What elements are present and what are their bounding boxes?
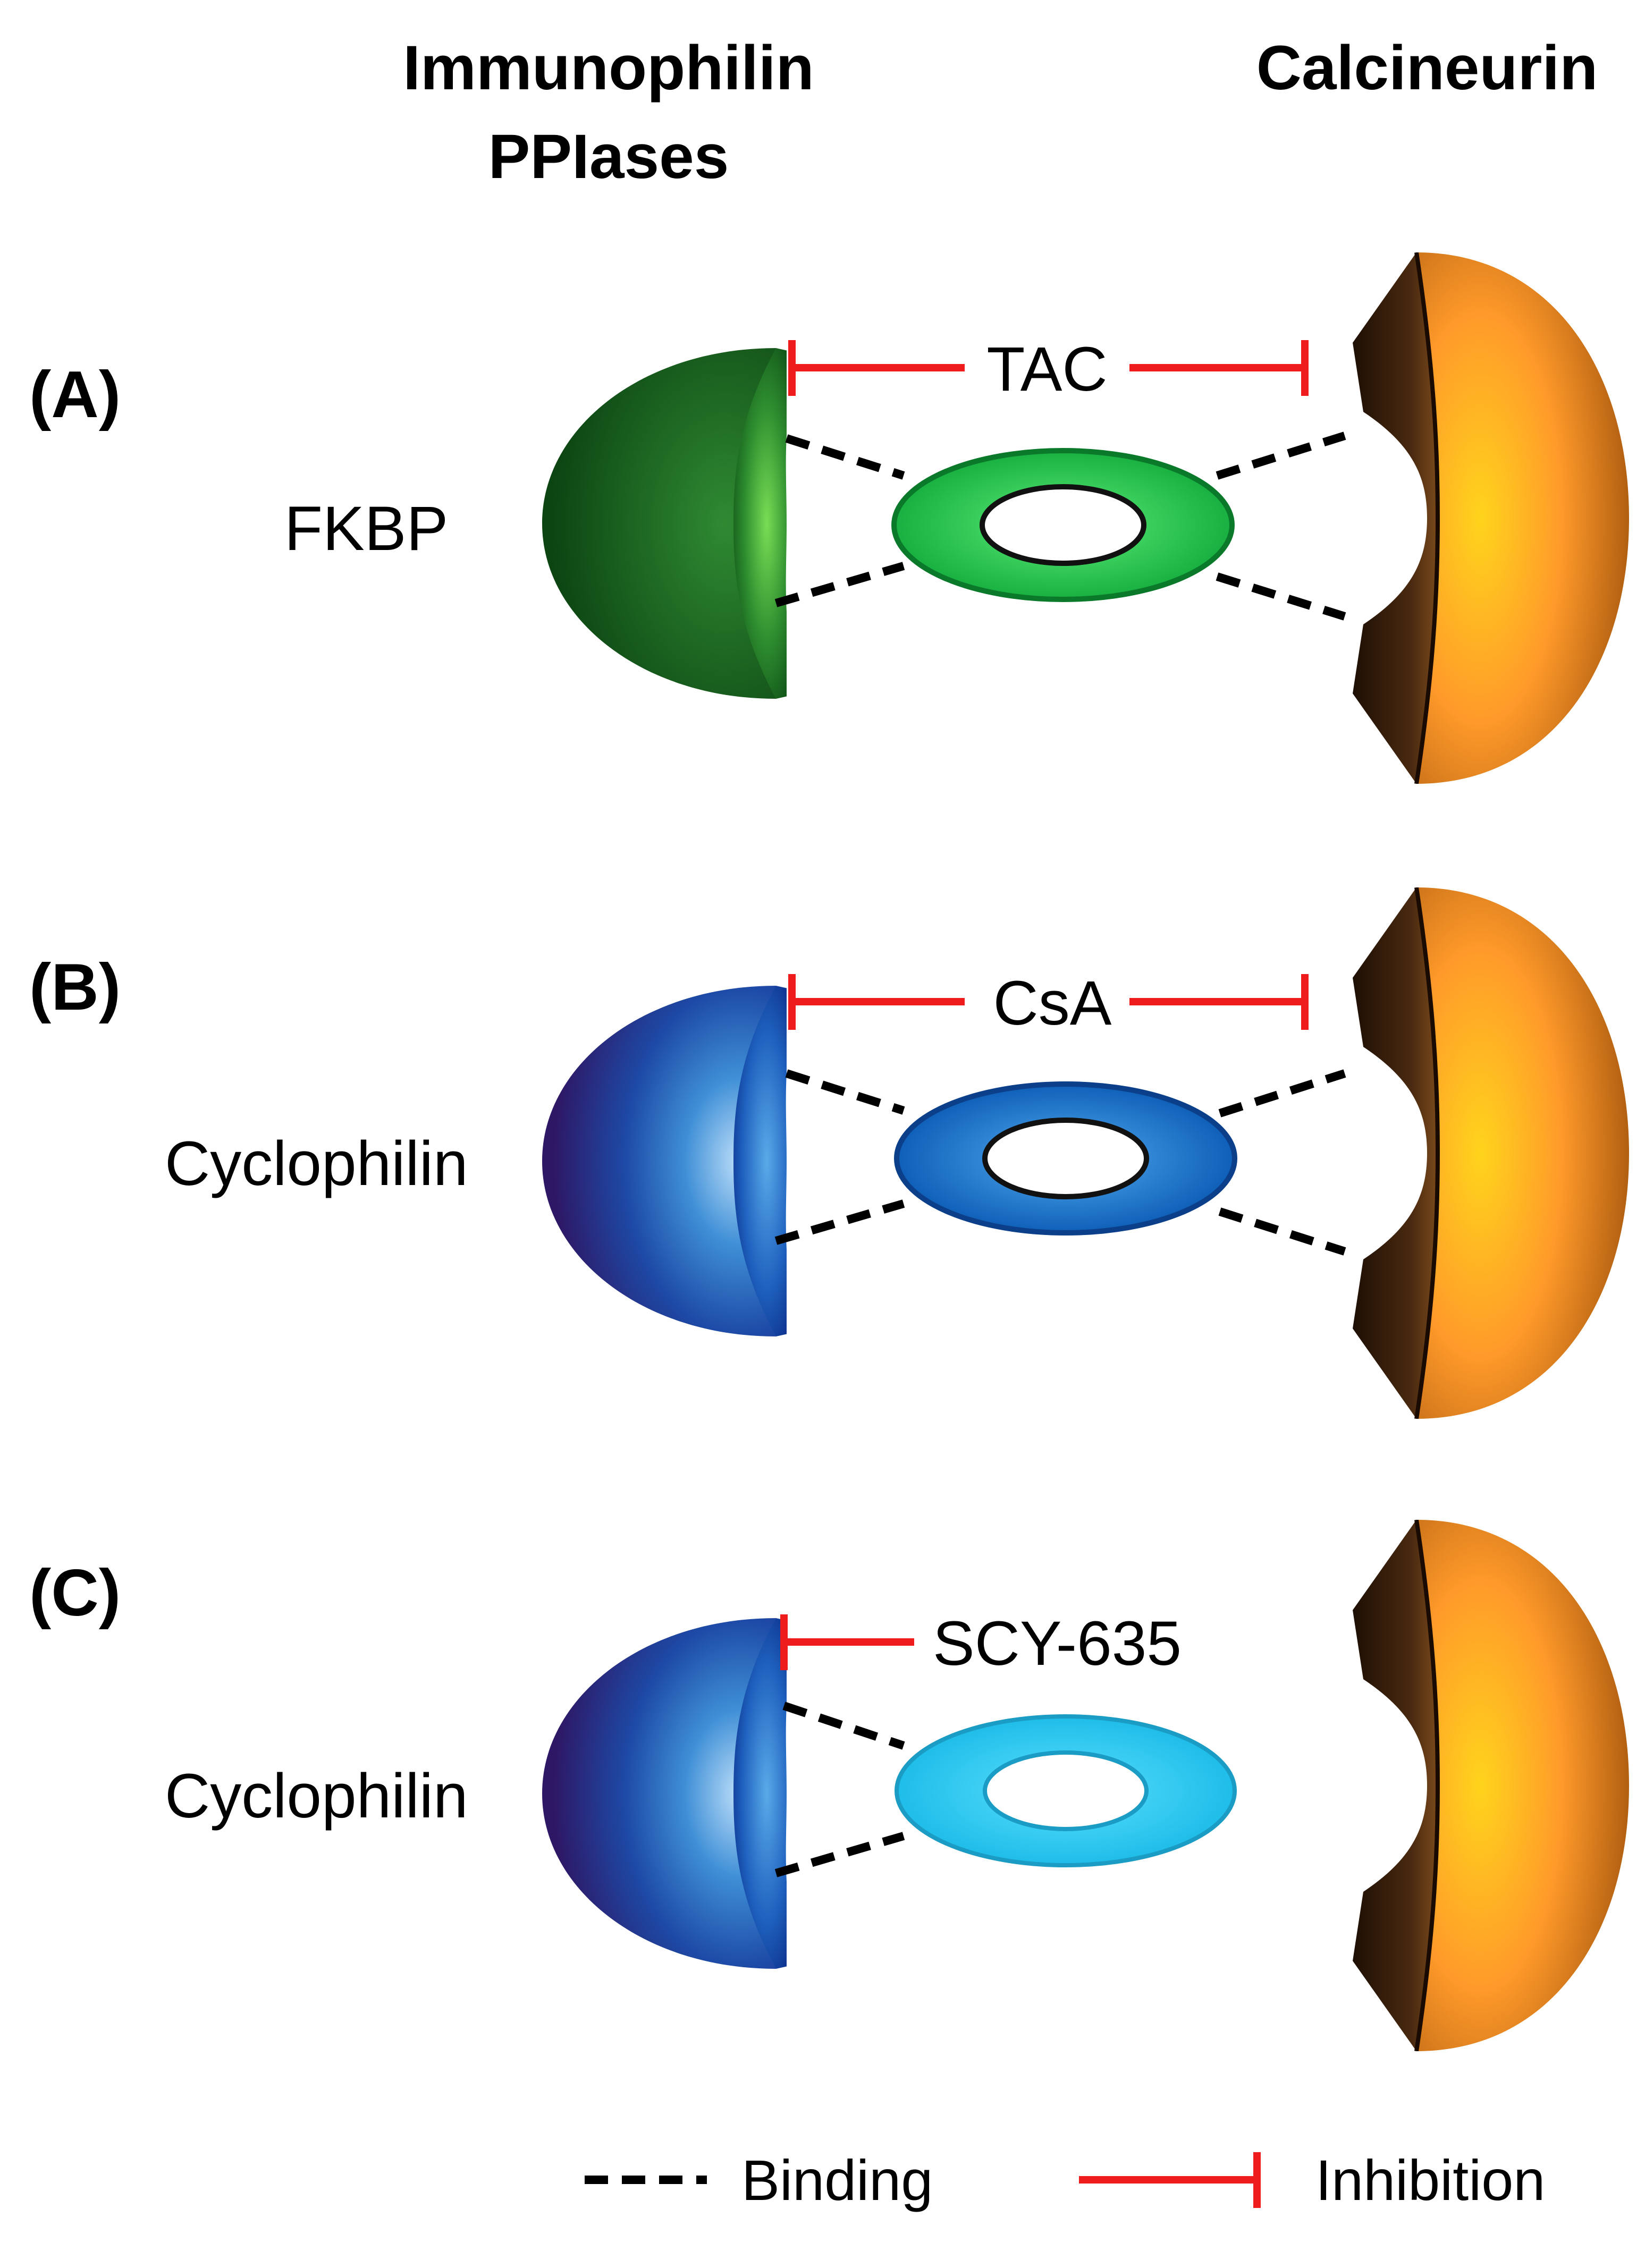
panel-a: (A) FKBP TAC: [29, 252, 1629, 784]
panel-c-immunophilin-label: Cyclophilin: [165, 1761, 468, 1831]
panel-c-binding-lower-left: [774, 1832, 905, 1877]
legend-inhibition-label: Inhibition: [1315, 2148, 1545, 2212]
panel-a-letter: (A): [29, 358, 121, 431]
panel-b-binding-upper-right: [1218, 1069, 1346, 1118]
panel-c-letter: (C): [29, 1556, 121, 1630]
panel-b-immunophilin-label: Cyclophilin: [165, 1129, 468, 1199]
panel-b-binding-lower-left: [774, 1199, 905, 1245]
calcineurin-protein-b: [1353, 887, 1629, 1419]
panel-a-binding-lower-right: [1216, 572, 1346, 621]
panel-b-letter: (B): [29, 951, 121, 1024]
panel-b-binding-lower-right: [1218, 1207, 1346, 1256]
calcineurin-protein-a: [1353, 252, 1629, 784]
immunophilin-header-line2: PPIases: [488, 122, 729, 192]
legend-binding-label: Binding: [741, 2148, 933, 2212]
panel-b-drug-label: CsA: [993, 968, 1112, 1038]
panel-a-binding-lower-left: [774, 562, 905, 607]
cyclophilin-protein-c: [542, 1618, 787, 1969]
panel-b-drug-ring: [894, 1081, 1237, 1235]
panel-a-drug-ring: [891, 448, 1235, 602]
panel-b-binding-upper-left: [785, 1069, 905, 1115]
calcineurin-header: Calcineurin: [1256, 33, 1598, 103]
panel-a-binding-upper-left: [785, 434, 905, 480]
panel-c-drug-label: SCY-635: [933, 1609, 1182, 1679]
panel-a-immunophilin-label: FKBP: [284, 494, 448, 564]
legend: Binding Inhibition: [585, 2148, 1545, 2212]
panel-a-binding-upper-right: [1216, 431, 1346, 480]
fkbp-protein: [542, 348, 787, 699]
panel-c: (C) Cyclophilin SCY-635: [29, 1520, 1629, 2051]
panel-b: (B) Cyclophilin CsA: [29, 887, 1629, 1419]
panel-a-drug-label: TAC: [986, 334, 1107, 404]
cyclophilin-protein-b: [542, 986, 787, 1336]
panel-c-binding-upper-left: [782, 1702, 905, 1750]
panel-c-drug-ring: [895, 1714, 1237, 1867]
calcineurin-protein-c: [1353, 1520, 1629, 2051]
immunophilin-header-line1: Immunophilin: [403, 33, 814, 103]
